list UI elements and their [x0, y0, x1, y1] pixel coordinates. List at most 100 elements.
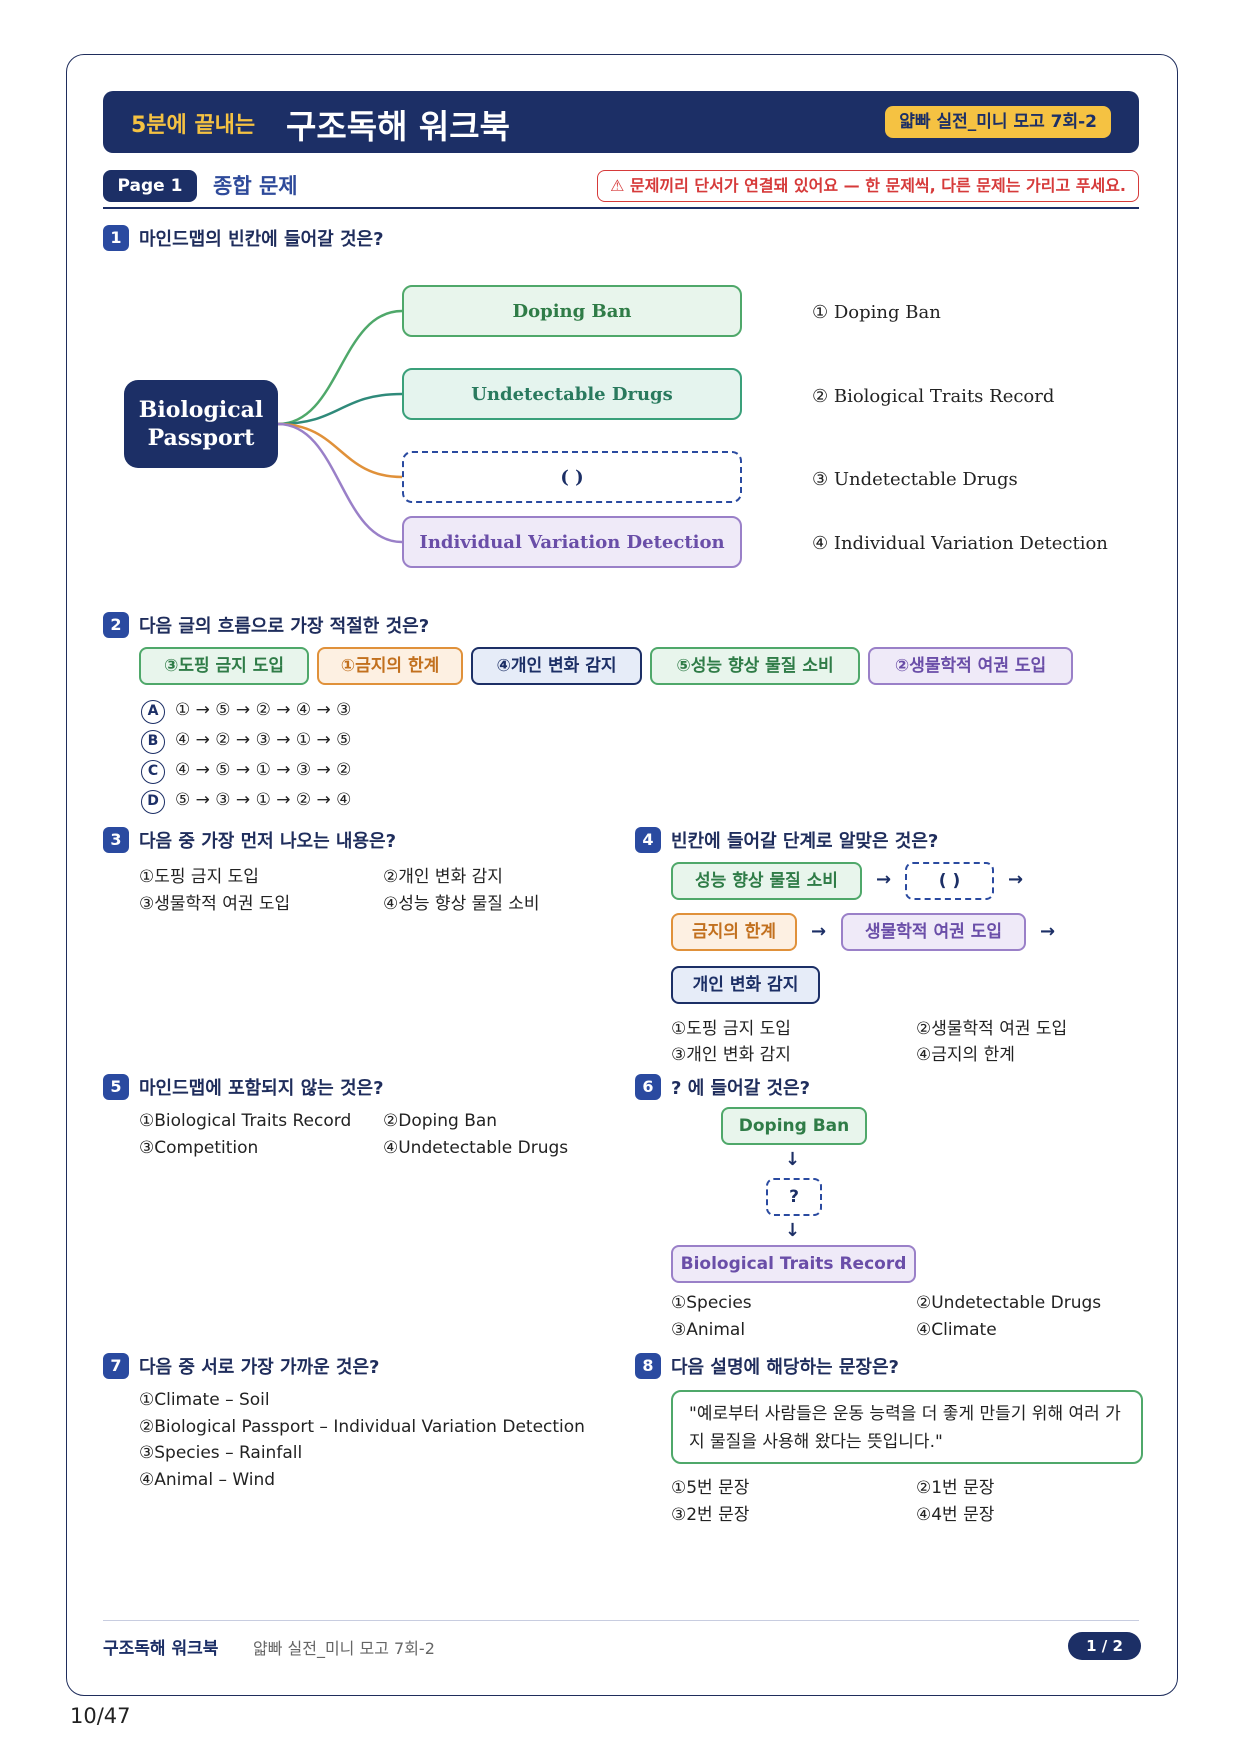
q1-number: 1 — [103, 225, 129, 251]
q4-number: 4 — [635, 827, 661, 853]
q6-arrow-1: ↓ — [785, 1149, 801, 1170]
q6-option-4[interactable]: ④Climate — [916, 1320, 997, 1340]
q7-option-2[interactable]: ②Biological Passport – Individual Variat… — [139, 1417, 585, 1437]
q7-text: 다음 중 서로 가장 가까운 것은? — [139, 1357, 380, 1378]
footer-page-number: 1 / 2 — [1068, 1632, 1141, 1660]
q8-heading: 8 다음 설명에 해당하는 문장은? — [635, 1353, 899, 1379]
q2-heading: 2 다음 글의 흐름으로 가장 적절한 것은? — [103, 612, 429, 638]
q2-choice-a-letter: A — [141, 700, 165, 724]
q8-quote-box: "예로부터 사람들은 운동 능력을 더 좋게 만들기 위해 여러 가지 물질을 … — [671, 1390, 1143, 1464]
q6-step-1: Doping Ban — [721, 1107, 867, 1145]
q4-arrow-4: → — [1040, 921, 1056, 942]
q1-heading: 1 마인드맵의 빈칸에 들어갈 것은? — [103, 225, 384, 251]
header-subtitle: 5분에 끝내는 — [131, 113, 256, 138]
q1-option-1[interactable]: ① Doping Ban — [812, 302, 941, 323]
connector-variation — [277, 422, 403, 544]
mindmap-node-variation: Individual Variation Detection — [402, 516, 742, 568]
q4-step-blank: ( ) — [905, 862, 994, 900]
q6-text: ? 에 들어갈 것은? — [671, 1078, 811, 1099]
q5-option-1[interactable]: ①Biological Traits Record — [139, 1111, 352, 1131]
mindmap-center-line2: Passport — [147, 425, 255, 451]
q2-chip-1: ③도핑 금지 도입 — [139, 647, 309, 685]
q5-text: 마인드맵에 포함되지 않는 것은? — [139, 1078, 384, 1099]
q4-option-1[interactable]: ①도핑 금지 도입 — [671, 1019, 791, 1039]
q5-option-3[interactable]: ③Competition — [139, 1138, 259, 1158]
q4-arrow-1: → — [876, 869, 892, 890]
document-page-counter: 10/47 — [70, 1704, 131, 1728]
q4-option-2[interactable]: ②생물학적 여권 도입 — [916, 1019, 1068, 1039]
q2-choice-b-letter: B — [141, 730, 165, 754]
q8-option-3[interactable]: ③2번 문장 — [671, 1505, 750, 1525]
q8-text: 다음 설명에 해당하는 문장은? — [671, 1357, 899, 1378]
q6-number: 6 — [635, 1074, 661, 1100]
q2-choice-b[interactable]: B ④ → ② → ③ → ① → ⑤ — [141, 730, 351, 754]
mindmap-node-undetectable: Undetectable Drugs — [402, 368, 742, 420]
q4-option-3[interactable]: ③개인 변화 감지 — [671, 1045, 791, 1065]
q4-step-5: 개인 변화 감지 — [671, 966, 820, 1004]
q7-option-1[interactable]: ①Climate – Soil — [139, 1390, 270, 1410]
footer-divider — [103, 1620, 1139, 1621]
q7-number: 7 — [103, 1353, 129, 1379]
connector-blank — [277, 422, 403, 479]
mindmap-center-line1: Biological — [138, 397, 264, 423]
q7-heading: 7 다음 중 서로 가장 가까운 것은? — [103, 1353, 380, 1379]
q4-step-4: 생물학적 여권 도입 — [841, 913, 1026, 951]
q8-number: 8 — [635, 1353, 661, 1379]
q2-choice-c[interactable]: C ④ → ⑤ → ① → ③ → ② — [141, 760, 351, 784]
q1-text: 마인드맵의 빈칸에 들어갈 것은? — [139, 229, 384, 250]
page-badge: Page 1 — [103, 170, 197, 202]
footer-subtitle: 얇빠 실전_미니 모고 7회-2 — [253, 1639, 435, 1658]
q2-chip-3: ④개인 변화 감지 — [471, 647, 642, 685]
q3-option-3[interactable]: ③생물학적 여권 도입 — [139, 894, 291, 914]
q2-choice-b-text: ④ → ② → ③ → ① → ⑤ — [175, 730, 352, 750]
q3-option-4[interactable]: ④성능 향상 물질 소비 — [383, 894, 540, 914]
q5-option-4[interactable]: ④Undetectable Drugs — [383, 1138, 569, 1158]
q5-heading: 5 마인드맵에 포함되지 않는 것은? — [103, 1074, 384, 1100]
q4-option-4[interactable]: ④금지의 한계 — [916, 1045, 1015, 1065]
q4-arrow-2: → — [1008, 869, 1024, 890]
q4-arrow-3: → — [811, 921, 827, 942]
q4-step-1: 성능 향상 물질 소비 — [671, 862, 862, 900]
q3-option-2[interactable]: ②개인 변화 감지 — [383, 867, 503, 887]
q2-text: 다음 글의 흐름으로 가장 적절한 것은? — [139, 616, 430, 637]
q7-option-4[interactable]: ④Animal – Wind — [139, 1470, 276, 1490]
q6-option-1[interactable]: ①Species — [671, 1293, 752, 1313]
q6-heading: 6 ? 에 들어갈 것은? — [635, 1074, 810, 1100]
q2-choice-d-letter: D — [141, 790, 165, 814]
q2-choice-c-text: ④ → ⑤ → ① → ③ → ② — [175, 760, 352, 780]
q5-number: 5 — [103, 1074, 129, 1100]
q2-chip-4: ⑤성능 향상 물질 소비 — [650, 647, 860, 685]
connector-undetectable — [277, 392, 403, 426]
connector-doping-ban — [277, 309, 403, 426]
q7-option-3[interactable]: ③Species – Rainfall — [139, 1443, 303, 1463]
header-tag: 얇빠 실전_미니 모고 7회-2 — [885, 106, 1111, 138]
q3-option-1[interactable]: ①도핑 금지 도입 — [139, 867, 259, 887]
section-title: 종합 문제 — [213, 174, 298, 198]
q1-option-3[interactable]: ③ Undetectable Drugs — [812, 469, 1018, 490]
q2-choice-d[interactable]: D ⑤ → ③ → ① → ② → ④ — [141, 790, 351, 814]
q3-number: 3 — [103, 827, 129, 853]
q2-number: 2 — [103, 612, 129, 638]
footer-title: 구조독해 워크북 — [103, 1639, 219, 1659]
q8-option-2[interactable]: ②1번 문장 — [916, 1478, 995, 1498]
q1-option-4[interactable]: ④ Individual Variation Detection — [812, 533, 1108, 554]
q4-heading: 4 빈칸에 들어갈 단계로 알맞은 것은? — [635, 827, 938, 853]
q5-option-2[interactable]: ②Doping Ban — [383, 1111, 498, 1131]
page-frame — [66, 54, 1178, 1696]
q1-option-2[interactable]: ② Biological Traits Record — [812, 386, 1055, 407]
header-banner: 5분에 끝내는 구조독해 워크북 얇빠 실전_미니 모고 7회-2 — [103, 91, 1139, 153]
q2-choice-d-text: ⑤ → ③ → ① → ② → ④ — [175, 790, 352, 810]
q2-chip-5: ②생물학적 여권 도입 — [868, 647, 1073, 685]
q6-option-3[interactable]: ③Animal — [671, 1320, 746, 1340]
q2-choice-c-letter: C — [141, 760, 165, 784]
mindmap-node-doping-ban: Doping Ban — [402, 285, 742, 337]
q8-option-4[interactable]: ④4번 문장 — [916, 1505, 995, 1525]
q4-step-3: 금지의 한계 — [671, 913, 797, 951]
header-divider — [103, 207, 1139, 209]
q6-option-2[interactable]: ②Undetectable Drugs — [916, 1293, 1102, 1313]
q4-text: 빈칸에 들어갈 단계로 알맞은 것은? — [671, 831, 939, 852]
q8-option-1[interactable]: ①5번 문장 — [671, 1478, 750, 1498]
